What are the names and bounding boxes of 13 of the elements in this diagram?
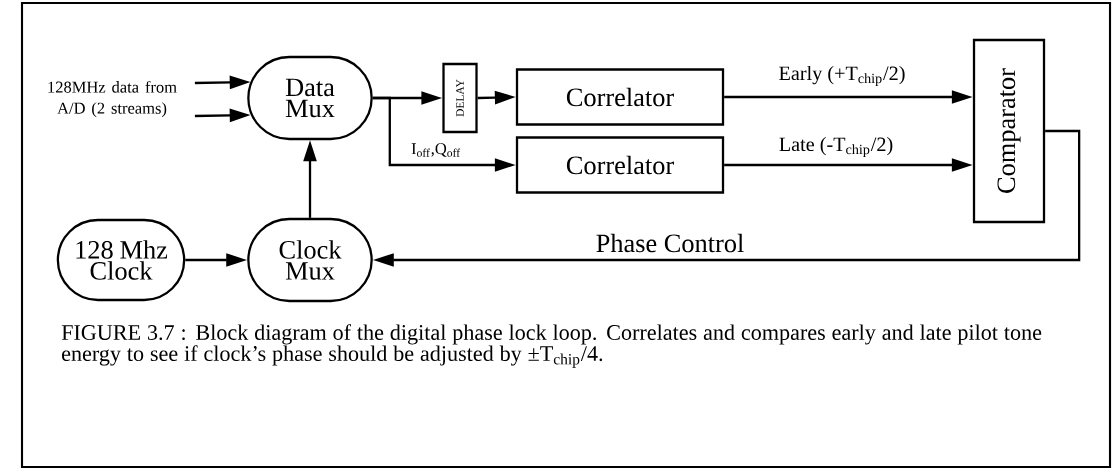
edge-label: Phase Control bbox=[593, 232, 747, 255]
mux-box: Data Mux bbox=[247, 55, 373, 141]
correlator-box: Correlator bbox=[515, 136, 725, 194]
edge-label: Late (-T$_{chip}$/2) bbox=[777, 135, 895, 159]
clock-box: 128 Mhz Clock bbox=[56, 218, 186, 302]
edge-label: I$_{off}$,Q$_{off}$ bbox=[409, 141, 463, 159]
delay-box: DELAY bbox=[442, 62, 478, 134]
correlator-box: Correlator bbox=[515, 68, 725, 126]
mux-box: Clock Mux bbox=[247, 217, 373, 303]
comparator-box: Comparator bbox=[972, 38, 1046, 224]
figure-caption: FIGURE 3.7 : Block diagram of the digital phase lock loop. Correlates and compares early and late pilot tone energy to see if clock’s phase should be adjusted by ±T$_{chip}$/4. bbox=[61, 324, 1042, 368]
edge-label: Early (+T$_{chip}$/2) bbox=[776, 64, 908, 88]
input-label: 128MHz data from A/D (2 streams) bbox=[48, 80, 177, 118]
